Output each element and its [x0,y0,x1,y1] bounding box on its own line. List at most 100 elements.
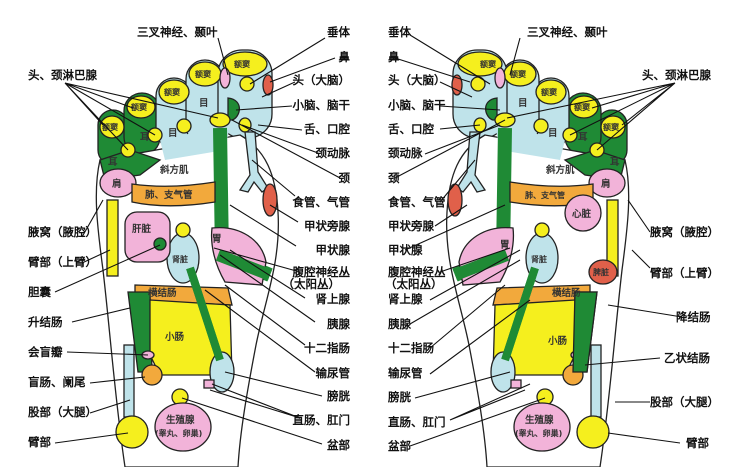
transverse-colon-label: 横结肠 [552,287,581,299]
gallbladder-region [153,237,167,251]
sinus-label: 额窦 [574,102,590,112]
shoulder-label: 肩 [600,178,611,190]
label-nose: 鼻 [339,50,351,64]
label-pelvis: 盆部 [326,438,350,452]
label-pelvis: 盆部 [387,439,411,453]
label-rectum: 直肠、肛门 [293,413,351,427]
gonad-label: 生殖腺 [166,414,195,426]
sinus-label: 额窦 [102,122,118,132]
sinus-label: 额窦 [603,122,619,132]
label-tongue: 舌、口腔 [388,122,434,136]
label-armpit: 腋窝（腋腔） [649,225,719,239]
label-duodenum: 十二指肠 [388,341,434,355]
sinus-label: 额窦 [541,87,557,97]
sinus-label: 额窦 [480,59,496,69]
ear-label: 耳 [140,132,150,143]
heart-label: 心脏 [572,208,592,220]
sinus-label: 额窦 [510,69,526,79]
label-pituitary: 垂体 [388,25,411,39]
ear-label: 耳 [578,132,588,143]
label-ureter: 输尿管 [316,366,351,380]
eye-label: 目 [548,128,558,139]
label-brain: 头（大脑） [388,73,446,87]
label-cerebellum: 小脑、脑干 [387,98,446,112]
label-ileocecal-valve: 会盲瓣 [27,345,63,359]
label-sigmoid-colon: 乙状结肠 [664,351,710,365]
label-bladder: 膀胱 [387,390,411,404]
label-cerebellum: 小脑、脑干 [292,98,351,112]
label-thyroid: 甲状腺 [316,243,351,257]
small-intestine-label: 小肠 [547,335,568,347]
trapezius-label: 斜方肌 [159,164,189,176]
label-thigh: 股部（大腿） [28,405,97,419]
label-descending-colon: 降结肠 [676,310,711,324]
kidney-label: 肾脏 [531,254,547,264]
kidney-label: 肾脏 [172,254,188,264]
stomach-label: 胃 [212,234,222,245]
label-esophagus: 食管、气管 [388,195,446,209]
label-pancreas: 胰腺 [326,317,350,331]
label-adrenal: 肾上腺 [316,292,351,306]
label-nose: 鼻 [388,50,400,64]
label-parathyroid: 甲状旁腺 [304,219,350,233]
label-upper-arm: 臂部（上臂） [28,255,97,269]
gonad-sub-label: (睾丸、卵巢) [515,428,562,438]
label-celiac-plexus: 腹腔神经丛 [293,265,351,279]
label-armpit: 腋窝（腋腔） [27,225,97,239]
lung-label: 肺、支气管 [525,190,565,200]
lung-label: 肺、支气管 [144,189,193,201]
label-brain: 头（大脑） [293,73,351,87]
shoulder-label: 肩 [111,178,122,190]
spleen-label: 脾脏 [592,267,609,277]
ear-label: 耳 [108,157,118,168]
label-lymph: 头、颈淋巴腺 [28,68,97,82]
liver-label: 肝脏 [132,223,152,235]
sinus-label: 额窦 [164,87,180,97]
right-foot: 额窦 额窦 额窦 额窦 额窦 目 目 耳 耳 斜方肌 肩 肺、支气管 心脏 肾脏… [447,50,629,467]
gonad-label: 生殖腺 [525,414,554,426]
label-neck: 颈 [339,171,351,185]
label-gallbladder: 胆囊 [28,285,51,299]
spleen-region [588,259,618,285]
label-ureter: 输尿管 [388,366,423,380]
transverse-colon-label: 横结肠 [148,287,177,299]
label-thigh: 股部（大腿） [650,395,719,409]
eye-label: 目 [168,128,178,139]
label-cecum: 盲肠、阑尾 [28,375,86,389]
label-carotid: 颈动脉 [388,146,423,160]
liver-region [124,211,171,263]
label-thyroid: 甲状腺 [388,243,423,257]
label-adrenal: 肾上腺 [388,292,423,306]
label-parathyroid: 甲状旁腺 [388,219,434,233]
sinus-label: 额窦 [234,59,250,69]
label-lymph: 头、颈淋巴腺 [642,68,711,82]
label-hip: 臂部 [28,435,51,449]
sinus-label: 额窦 [131,102,147,112]
label-celiac-plexus: 腹腔神经丛 [388,265,446,279]
label-solar-plexus: （太阳丛） [283,277,341,291]
left-foot-labels: 三叉神经、颞叶 头、颈淋巴腺 腋窝（腋腔） 臂部（上臂） 胆囊 升结肠 会盲瓣 … [27,25,218,449]
sinus-label: 额窦 [195,69,211,79]
small-intestine-label: 小肠 [164,331,185,343]
label-duodenum: 十二指肠 [304,341,350,355]
left-foot: 额窦 额窦 额窦 额窦 额窦 目 目 耳 耳 斜方肌 肩 肺、支气管 肝脏 肾脏… [96,50,278,467]
label-esophagus: 食管、气管 [293,195,351,209]
label-carotid: 颈动脉 [316,146,351,160]
label-upper-arm: 臂部（上臂） [650,266,719,280]
label-bladder: 膀胱 [326,389,350,403]
stomach-label: 胃 [500,240,510,251]
eye-label: 目 [199,98,209,109]
ear-label: 耳 [610,157,620,168]
label-hip: 臂部 [686,436,709,450]
label-trigeminal: 三叉神经、颞叶 [527,25,608,39]
left-foot-right-labels: 垂体 鼻 头（大脑） 小脑、脑干 舌、口腔 颈动脉 颈 食管、气管 甲状旁腺 甲… [283,25,351,452]
label-tongue: 舌、口腔 [304,122,350,136]
label-rectum: 直肠、肛门 [388,415,446,429]
label-pituitary: 垂体 [327,25,350,39]
right-foot-left-labels: 垂体 鼻 头（大脑） 小脑、脑干 舌、口腔 颈动脉 颈 食管、气管 甲状旁腺 甲… [385,25,446,453]
trapezius-label: 斜方肌 [545,164,575,176]
eye-label: 目 [518,98,528,109]
label-ascending-colon: 升结肠 [28,315,63,329]
